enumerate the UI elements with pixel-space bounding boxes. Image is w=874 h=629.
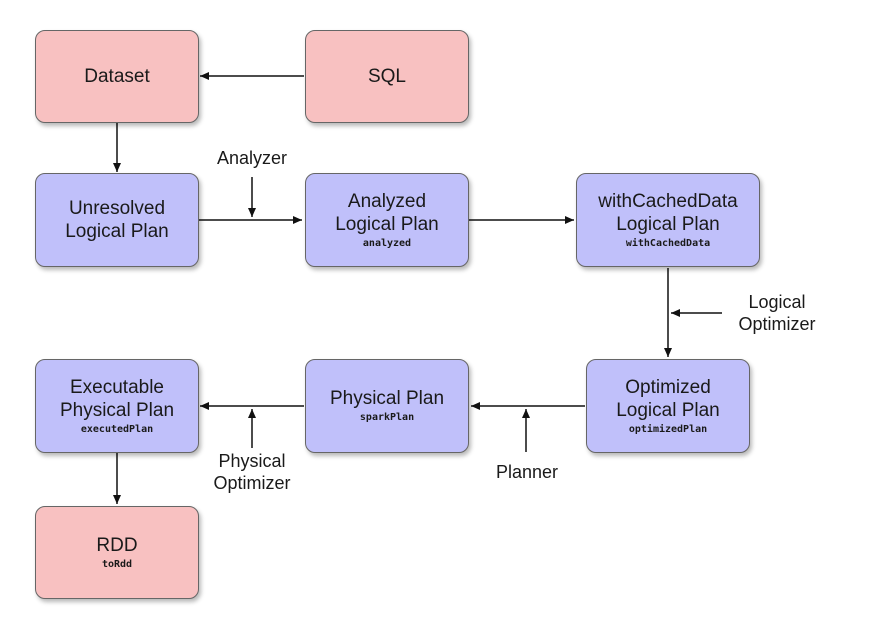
node-rdd: RDD toRdd: [35, 506, 199, 599]
node-executable-physical-plan: Executable Physical Plan executedPlan: [35, 359, 199, 453]
node-rdd-code: toRdd: [101, 558, 133, 570]
node-physical-title: Physical Plan: [329, 388, 445, 409]
node-rdd-title: RDD: [96, 534, 138, 556]
label-analyzer: Analyzer: [216, 148, 288, 168]
node-executable-title: Executable Physical Plan: [59, 376, 175, 421]
node-analyzed-title: Analyzed Logical Plan: [335, 190, 439, 235]
node-sql-title: SQL: [367, 66, 407, 87]
node-unresolved-logical-plan: Unresolved Logical Plan: [35, 173, 199, 267]
node-physical-plan: Physical Plan sparkPlan: [305, 359, 469, 453]
label-planner: Planner: [495, 462, 559, 482]
node-analyzed-code: analyzed: [362, 237, 412, 249]
node-optimized-code: optimizedPlan: [628, 423, 708, 435]
node-physical-code: sparkPlan: [359, 412, 415, 423]
label-physical-optimizer: Physical Optimizer: [213, 451, 291, 493]
node-optimized-title: Optimized Logical Plan: [616, 376, 720, 421]
node-sql: SQL: [305, 30, 469, 123]
node-withcacheddata-logical-plan: withCachedData Logical Plan withCachedDa…: [576, 173, 760, 267]
node-dataset: Dataset: [35, 30, 199, 123]
node-executable-code: executedPlan: [80, 423, 154, 435]
node-cached-code: withCachedData: [625, 237, 711, 249]
node-analyzed-logical-plan: Analyzed Logical Plan analyzed: [305, 173, 469, 267]
node-unresolved-title: Unresolved Logical Plan: [65, 198, 169, 242]
label-logical-optimizer: Logical Optimizer: [738, 292, 816, 334]
node-cached-title: withCachedData Logical Plan: [598, 190, 738, 235]
node-optimized-logical-plan: Optimized Logical Plan optimizedPlan: [586, 359, 750, 453]
node-dataset-title: Dataset: [84, 66, 150, 87]
